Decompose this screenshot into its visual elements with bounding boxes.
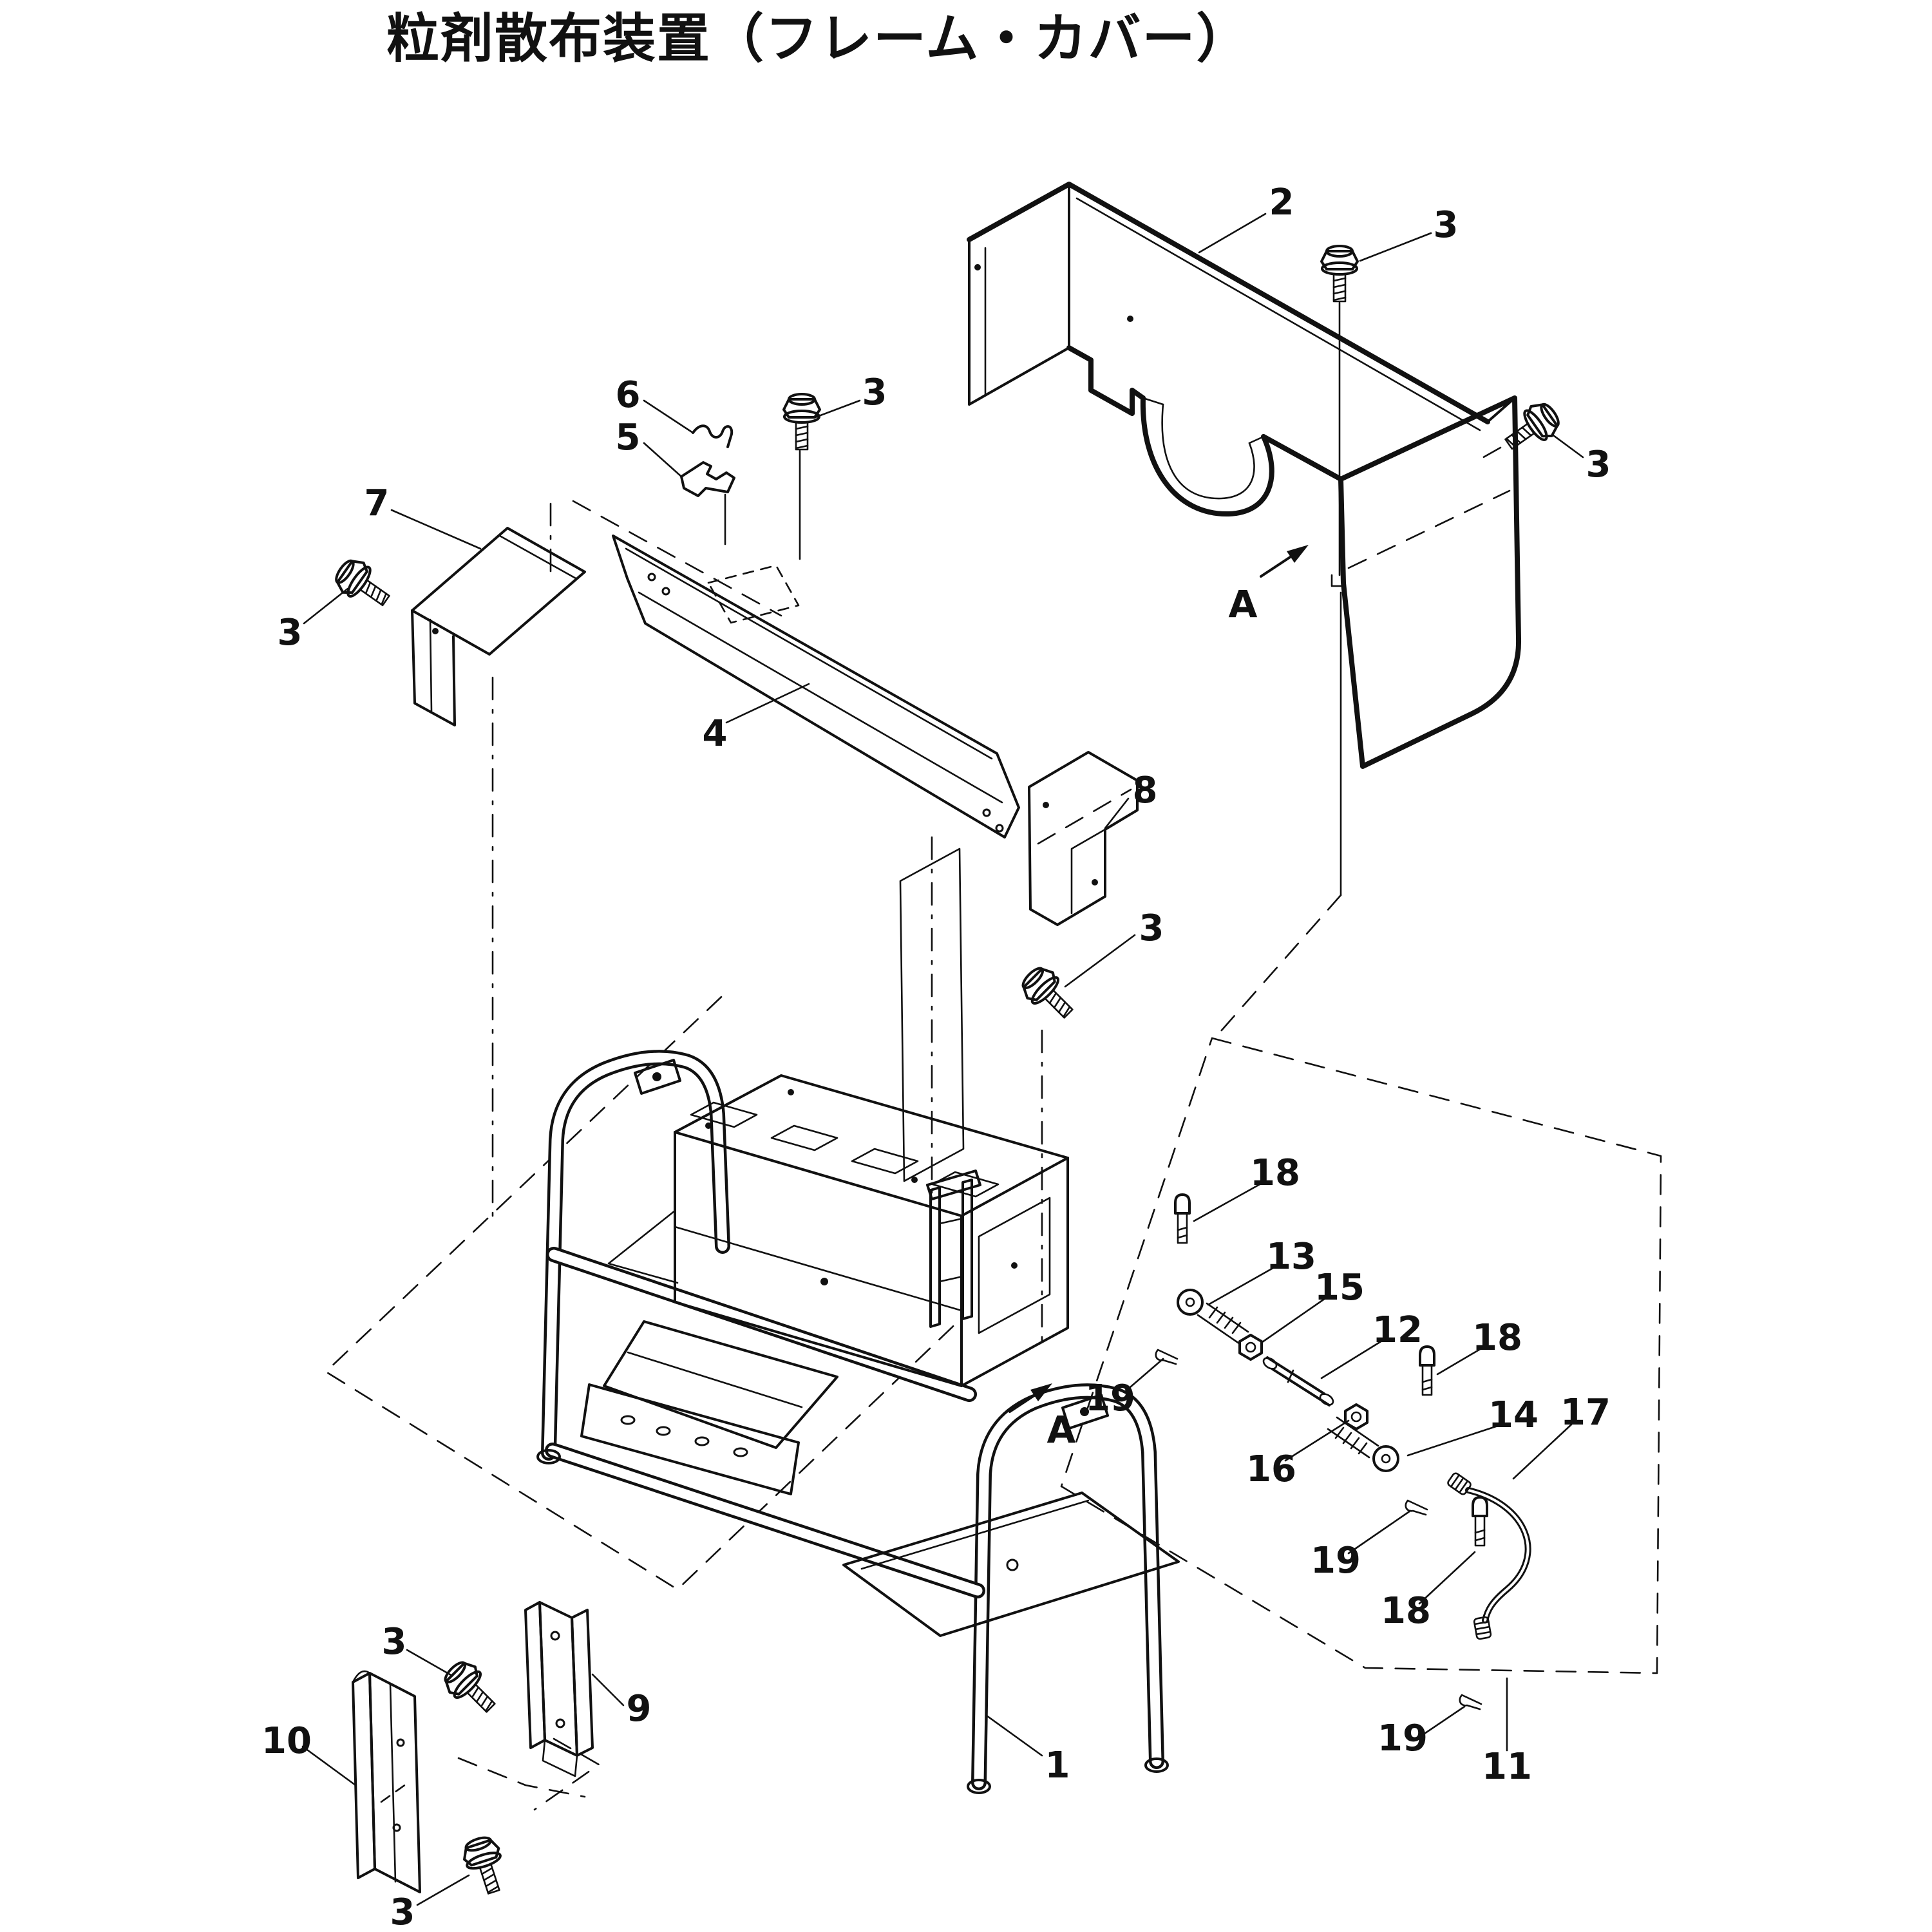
callout-leader-7-6 xyxy=(390,509,482,550)
callout-leader-15-19 xyxy=(1261,1297,1327,1343)
callout-3-10: 3 xyxy=(1139,907,1164,949)
callout-10-14: 10 xyxy=(261,1720,312,1762)
callout-leader-19-26 xyxy=(1347,1510,1412,1555)
callout-19-28: 19 xyxy=(1378,1718,1428,1759)
detail-region-boundary xyxy=(1060,1037,1662,1674)
part-nut-15 xyxy=(1238,1334,1263,1361)
callout-1-11: 1 xyxy=(1045,1745,1070,1786)
callout-3-15: 3 xyxy=(390,1891,415,1932)
part-top-panel xyxy=(612,535,1020,838)
part-bolt-3 xyxy=(328,245,1566,1899)
callout-leader-18-17 xyxy=(1193,1182,1262,1222)
view-marker-0: A xyxy=(1229,582,1258,626)
callout-leader-3-2 xyxy=(1552,434,1584,459)
part-main-frame xyxy=(536,1050,1180,1794)
callout-leader-3-1 xyxy=(1359,232,1432,262)
callout-18-21: 18 xyxy=(1472,1317,1522,1359)
callout-3-1: 3 xyxy=(1434,204,1459,246)
callout-leader-9-12 xyxy=(591,1673,625,1707)
callout-leader-18-27 xyxy=(1418,1551,1476,1605)
callout-19-25: 19 xyxy=(1085,1378,1135,1419)
callout-11-16: 11 xyxy=(1482,1746,1532,1788)
callout-3-2: 3 xyxy=(1586,444,1611,486)
callout-3-5: 3 xyxy=(862,372,887,413)
callout-leader-16-23 xyxy=(1284,1419,1350,1462)
callout-leader-5-4 xyxy=(643,442,683,478)
callout-2-0: 2 xyxy=(1269,182,1294,223)
callout-6-3: 6 xyxy=(616,374,641,416)
part-spring-clip xyxy=(692,424,734,448)
callout-17-24: 17 xyxy=(1560,1392,1611,1434)
ghost-plate xyxy=(899,836,965,1198)
callout-15-19: 15 xyxy=(1314,1267,1365,1309)
callout-leader-6-3 xyxy=(643,399,694,434)
part-rod-end-13 xyxy=(1177,1289,1249,1345)
page-title: 粒剤散布装置（フレーム・カバー） xyxy=(386,8,1251,70)
callout-leader-10-14 xyxy=(301,1745,357,1786)
part-cable-17 xyxy=(1447,1472,1531,1640)
callout-leader-8-9 xyxy=(1104,797,1130,829)
callout-leader-3-13 xyxy=(406,1649,453,1677)
callout-leader-19-25 xyxy=(1124,1358,1164,1392)
part-right-bracket xyxy=(1028,751,1139,926)
callout-16-23: 16 xyxy=(1246,1448,1296,1490)
callout-4-8: 4 xyxy=(703,713,728,755)
callout-8-9: 8 xyxy=(1133,770,1158,811)
callout-13-18: 13 xyxy=(1266,1236,1316,1278)
callout-leader-14-22 xyxy=(1406,1425,1499,1457)
part-pin-18a xyxy=(1174,1193,1191,1244)
callout-7-6: 7 xyxy=(365,482,390,524)
part-link-12 xyxy=(1262,1356,1334,1406)
callout-leader-4-8 xyxy=(725,683,810,724)
callout-14-22: 14 xyxy=(1488,1394,1539,1436)
callout-9-12: 9 xyxy=(627,1688,652,1730)
view-marker-1: A xyxy=(1047,1408,1076,1452)
callout-3-7: 3 xyxy=(278,612,303,654)
callout-5-4: 5 xyxy=(616,417,641,459)
part-pin-18b xyxy=(1419,1345,1435,1396)
construction-lines xyxy=(325,301,1346,1811)
callout-19-26: 19 xyxy=(1311,1540,1361,1582)
part-upper-cover xyxy=(967,182,1522,769)
callout-leader-2-0 xyxy=(1198,213,1267,254)
part-left-bracket xyxy=(411,527,586,726)
callout-leader-3-7 xyxy=(303,587,349,625)
part-channel-bracket xyxy=(524,1601,594,1777)
callout-leader-18-21 xyxy=(1436,1347,1482,1376)
callout-leader-3-15 xyxy=(416,1874,470,1906)
callout-12-20: 12 xyxy=(1372,1309,1423,1351)
callout-leader-17-24 xyxy=(1512,1423,1573,1480)
callout-leader-19-28 xyxy=(1416,1705,1466,1740)
view-arrowhead-1 xyxy=(1030,1383,1052,1401)
part-clip xyxy=(680,461,735,545)
callout-leader-13-18 xyxy=(1207,1265,1278,1306)
callout-leader-12-20 xyxy=(1320,1340,1383,1379)
callout-leader-3-5 xyxy=(814,399,861,419)
callout-18-17: 18 xyxy=(1250,1152,1300,1194)
callout-3-13: 3 xyxy=(382,1621,407,1663)
part-cover-channel xyxy=(352,1670,421,1893)
part-pin-18c xyxy=(1472,1496,1488,1547)
callout-leader-1-11 xyxy=(985,1714,1043,1757)
callout-18-27: 18 xyxy=(1381,1590,1431,1632)
view-arrowhead-0 xyxy=(1287,545,1309,563)
callout-leader-3-10 xyxy=(1064,934,1136,988)
